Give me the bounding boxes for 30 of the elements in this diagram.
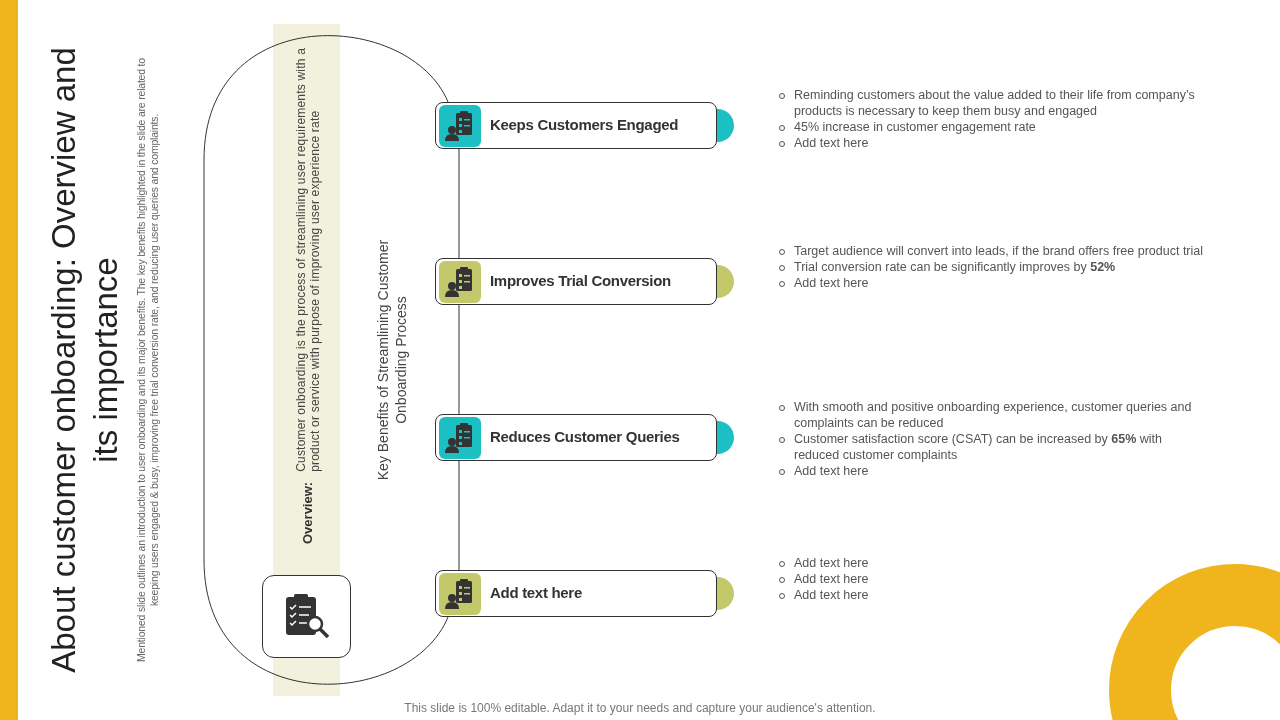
connector-line — [458, 148, 460, 259]
benefit-box — [435, 414, 717, 461]
bullet-text: Reminding customers about the value added to their life from company’s products is necessary to keep them busy and engaged — [794, 87, 1208, 119]
benefit-title: Add text here — [490, 584, 582, 601]
bullet-text: Add text here — [794, 135, 1208, 151]
bullet-text: Add text here — [794, 571, 1208, 587]
section-heading: Key Benefits of Streamlining Customer Onboarding Process — [374, 238, 410, 483]
slide-title: About customer onboarding: Overview and its importance — [44, 46, 125, 675]
bullet-text: Target audience will convert into leads, if the brand offers free product trial — [794, 243, 1208, 259]
bullet-text: Add text here — [794, 555, 1208, 571]
outline-curve — [203, 35, 449, 685]
benefit-box — [435, 570, 717, 617]
bullet-text: Customer satisfaction score (CSAT) can be increased by 65% with reduced customer complaints — [794, 431, 1208, 463]
benefit-title: Keeps Customers Engaged — [490, 116, 679, 133]
benefit-box — [435, 102, 717, 149]
bullet-text: Add text here — [794, 587, 1208, 603]
icon-card — [262, 575, 351, 658]
overview-label: Overview: — [301, 481, 315, 544]
connector-line — [458, 304, 460, 415]
bullet-text: Add text here — [794, 275, 1208, 291]
overview-text: Customer onboarding is the process of streamlining user requirements with a product or service with purpose of improving user experience rate — [294, 46, 322, 472]
bullet-text: 45% increase in customer engagement rate — [794, 119, 1208, 135]
benefit-box — [435, 258, 717, 305]
description-text: Mentioned slide outlines an introduction to user onboarding and its major benefits. The key benefits highlighted in the slide are related to keeping users engaged & busy, improving free trial conversion rate, and reducing user queries and complaints. — [135, 57, 161, 664]
footer-note: This slide is 100% editable. Adapt it to your needs and capture your audience's attention. — [403, 701, 877, 715]
connector-line — [458, 460, 460, 571]
benefit-title: Reduces Customer Queries — [490, 428, 680, 445]
bullet-text: Add text here — [794, 463, 1208, 479]
benefit-title: Improves Trial Conversion — [490, 272, 671, 289]
bullet-text: Trial conversion rate can be significantly improves by 52% — [794, 259, 1208, 275]
